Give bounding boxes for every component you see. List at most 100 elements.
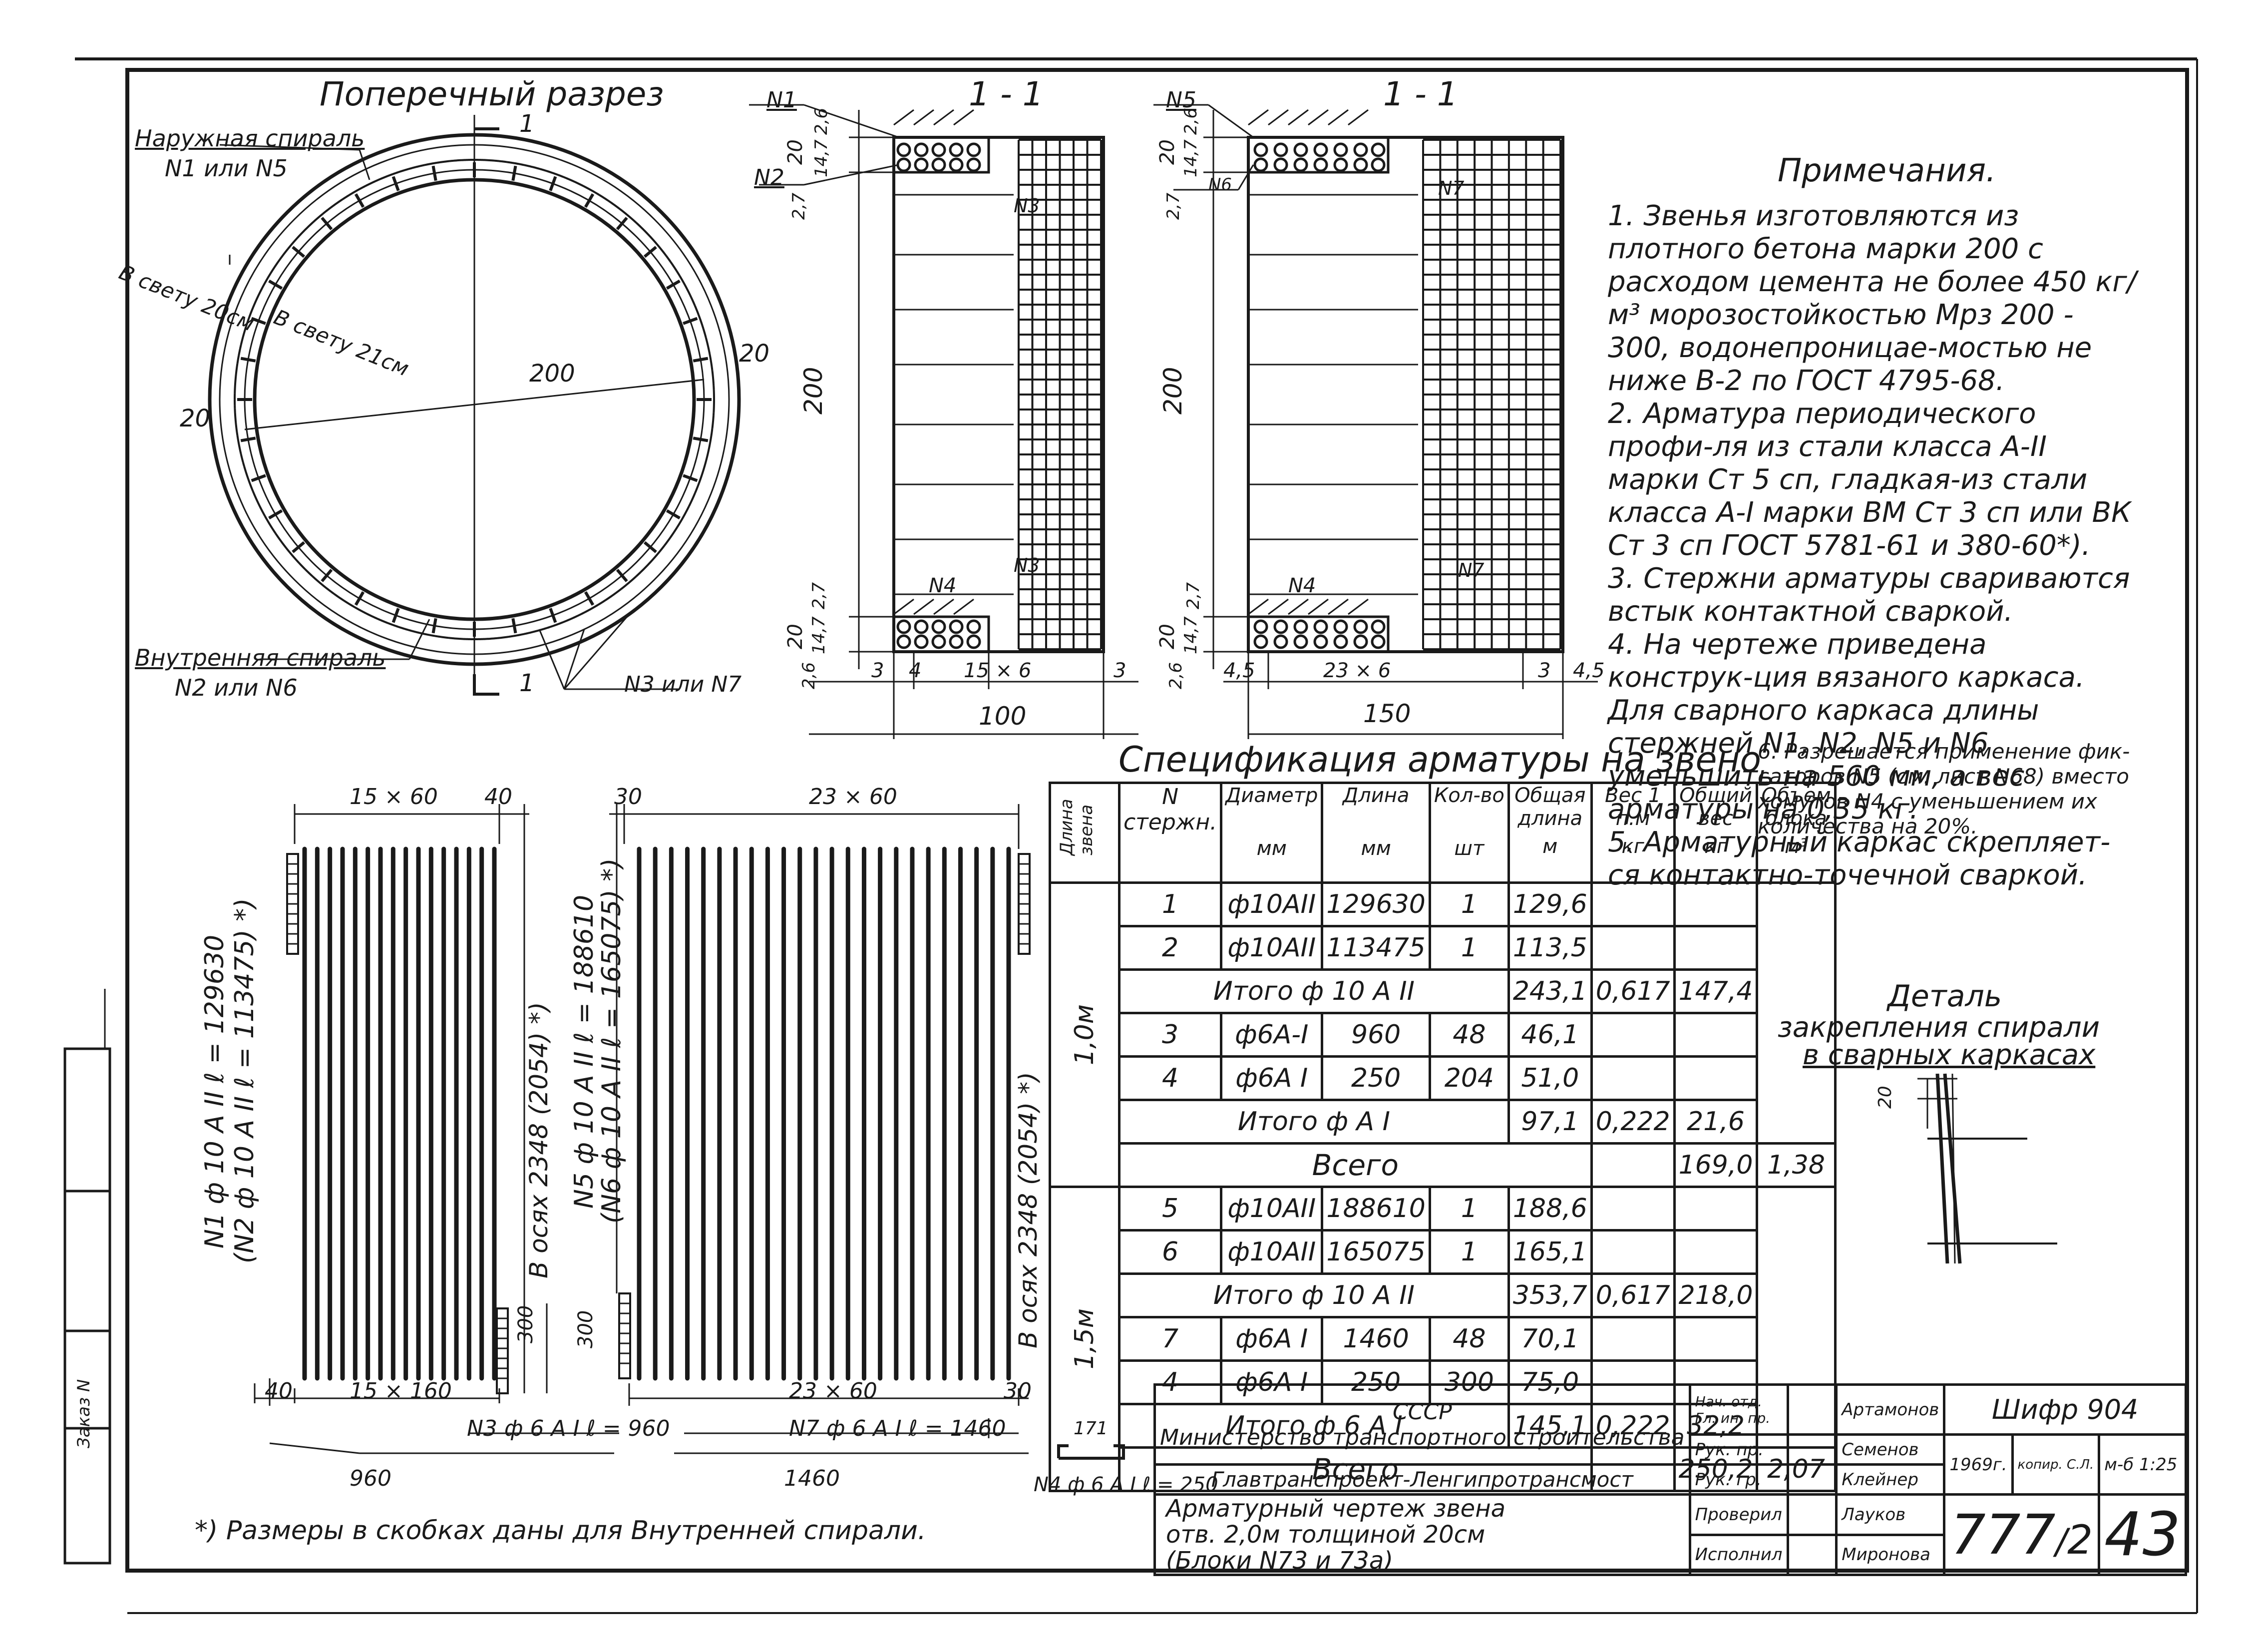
table-row: Итого ф А I 97,1 0,222 21,6	[1050, 1099, 1836, 1145]
note-item: 3. Стержни арматуры свариваются встык ко…	[1608, 562, 2130, 628]
section-a-b3-right: 3	[1114, 659, 1126, 682]
cut-mark-top: 1	[519, 110, 535, 138]
spec-h-diam: Диаметр	[1225, 784, 1318, 807]
section-a-h200: 200	[799, 367, 828, 414]
section-a-d20-top: 20	[784, 139, 807, 165]
section-a-n3-top: N3	[1014, 195, 1040, 217]
cross-section-drawing	[208, 115, 741, 696]
title-drawing-3: (Блоки N73 и 73а)	[1166, 1547, 1394, 1575]
spec-cell: 70,1	[1507, 1316, 1593, 1362]
stirrup-hook-icon	[1057, 1444, 1125, 1460]
title-name-5: Миронова	[1835, 1533, 1946, 1576]
cage-2-drawing	[609, 804, 1031, 1454]
spec-cell: 188,6	[1507, 1186, 1593, 1232]
spec-cell: 3	[1118, 1012, 1223, 1058]
title-drawing-2: отв. 2,0м толщиной 20см	[1166, 1521, 1486, 1549]
section-b-title: 1 - 1	[1383, 75, 1458, 113]
table-row: 2 ф10АII 113475 1 113,5	[1050, 925, 1836, 971]
table-row: 1,0м 1 ф10АII 129630 1 129,6	[1049, 881, 1837, 1188]
title-drawing-1: Арматурный чертеж звена	[1166, 1495, 1505, 1523]
spec-h-len-unit: мм	[1361, 837, 1391, 860]
detail-title-3: в сварных каркасах	[1803, 1039, 2096, 1071]
cage-2-bot-30: 30	[1004, 1378, 1032, 1404]
section-b-d26-top: 2,6	[1181, 107, 1201, 135]
spec-h-total-w: Общий вес	[1679, 784, 1752, 830]
spec-cell: ф10АII	[1220, 881, 1324, 927]
cut-mark-bottom: 1	[519, 669, 535, 697]
title-year: 1969г.	[1943, 1433, 2014, 1496]
section-b-drawing	[1153, 104, 1598, 739]
cage-1-bot-40: 40	[265, 1378, 293, 1404]
spec-h-vol: Объем блока	[1761, 784, 1831, 830]
section-a-b3-left: 3	[871, 659, 884, 682]
section-a-n4: N4	[929, 574, 957, 597]
title-role-4: Проверил	[1688, 1493, 1789, 1536]
section-b-d147-top: 14,7	[1181, 139, 1201, 177]
section-b-n7-bot: N7	[1458, 559, 1485, 581]
section-a-d26-top: 2,6	[811, 107, 831, 135]
left-20-label: 20	[180, 405, 211, 432]
section-b-h200: 200	[1158, 367, 1187, 414]
section-b-d26-bot: 2,6	[1166, 662, 1186, 689]
spec-group2-length: 1,5м	[1069, 1308, 1100, 1369]
spec-subtotal-label: Итого ф А I	[1118, 1099, 1510, 1145]
cage-2-hook-dim: 171	[1074, 1418, 1108, 1439]
cross-section-title: Поперечный разрез	[320, 75, 664, 113]
spec-cell: 0,617	[1590, 1272, 1676, 1318]
detail-dim-20: 20	[1875, 1086, 1895, 1109]
spec-cell: 0,222	[1590, 1099, 1676, 1145]
cage-1-vert-label-1: N1 ф 10 А II ℓ = 129630	[200, 934, 230, 1248]
spec-h-total-len-unit: м	[1542, 835, 1558, 858]
cage-2-top-dims: 23 × 60	[809, 784, 897, 810]
spec-cell: 1	[1428, 1229, 1510, 1275]
table-row: 1,5м 5 ф10АII 188610 1 188,6	[1049, 1186, 1837, 1492]
title-number-sub: 2	[2067, 1517, 2093, 1563]
title-role-2: Рук. пр.	[1688, 1433, 1789, 1466]
section-b-n6: N6	[1208, 175, 1232, 195]
spec-h-length: Длина звена	[1057, 799, 1097, 855]
section-a-b4: 4	[909, 659, 922, 682]
section-b-n5: N5	[1166, 87, 1196, 113]
outer-spiral-label: Наружная спираль	[135, 125, 365, 152]
cage-2-top-30: 30	[614, 784, 642, 810]
table-row: Всего 169,0 1,38	[1050, 1142, 1837, 1188]
footnote: *) Размеры в скобках даны для Внутренней…	[195, 1516, 926, 1546]
title-name-3: Клейнер	[1835, 1463, 1946, 1496]
detail-title-1: Деталь	[1887, 979, 2002, 1014]
cage-2-bot-dims: 23 × 60	[789, 1378, 877, 1404]
spec-cell: 48	[1428, 1316, 1510, 1362]
side-stamp-label: Заказ N	[74, 1379, 94, 1448]
outer-spiral-number: N1 или N5	[165, 155, 288, 182]
spec-h-len: Длина	[1342, 784, 1410, 807]
spec-cell: 1	[1118, 881, 1223, 927]
spec-cell: 48	[1428, 1012, 1510, 1058]
spec-cell: 21,6	[1673, 1099, 1759, 1145]
table-row: 6 ф10АII 165075 1 165,1	[1050, 1229, 1836, 1275]
spec-h-w1-unit: кг	[1621, 835, 1644, 858]
spec-cell: 129630	[1321, 881, 1431, 927]
spec-cell: 353,7	[1507, 1272, 1593, 1318]
spec-title: Спецификация арматуры на звено	[1119, 739, 1762, 780]
cage-1-drawing	[254, 804, 619, 1454]
table-row: 4 ф6А I 250 204 51,0	[1050, 1055, 1836, 1101]
title-role-5: Исполнил	[1688, 1533, 1789, 1576]
section-b-b3: 3	[1538, 659, 1551, 682]
spec-cell: 113475	[1321, 925, 1431, 971]
section-a-n3-bot: N3	[1014, 554, 1040, 576]
spec-cell: 1	[1428, 1186, 1510, 1232]
spec-cell: 243,1	[1507, 968, 1593, 1014]
spec-h-qty-unit: шт	[1454, 837, 1485, 860]
cage-2-side-300: 300	[574, 1310, 597, 1348]
section-b-d20-bot: 20	[1156, 624, 1179, 649]
spec-cell: 169,0	[1673, 1142, 1759, 1188]
table-row: 3 ф6А-I 960 48 46,1	[1050, 1012, 1836, 1058]
section-b-d20-top: 20	[1156, 139, 1179, 165]
spec-cell: 46,1	[1507, 1012, 1593, 1058]
cage-2-bar-label: N7 ф 6 А I ℓ = 1460	[789, 1416, 1006, 1441]
inner-spiral-label: Внутренняя спираль	[135, 644, 386, 671]
cage-1-side-300: 300	[514, 1305, 537, 1343]
section-b-b45-right: 4,5	[1573, 659, 1605, 682]
title-role-3: Рук. гр.	[1688, 1463, 1789, 1496]
spec-cell: 5	[1118, 1186, 1223, 1232]
